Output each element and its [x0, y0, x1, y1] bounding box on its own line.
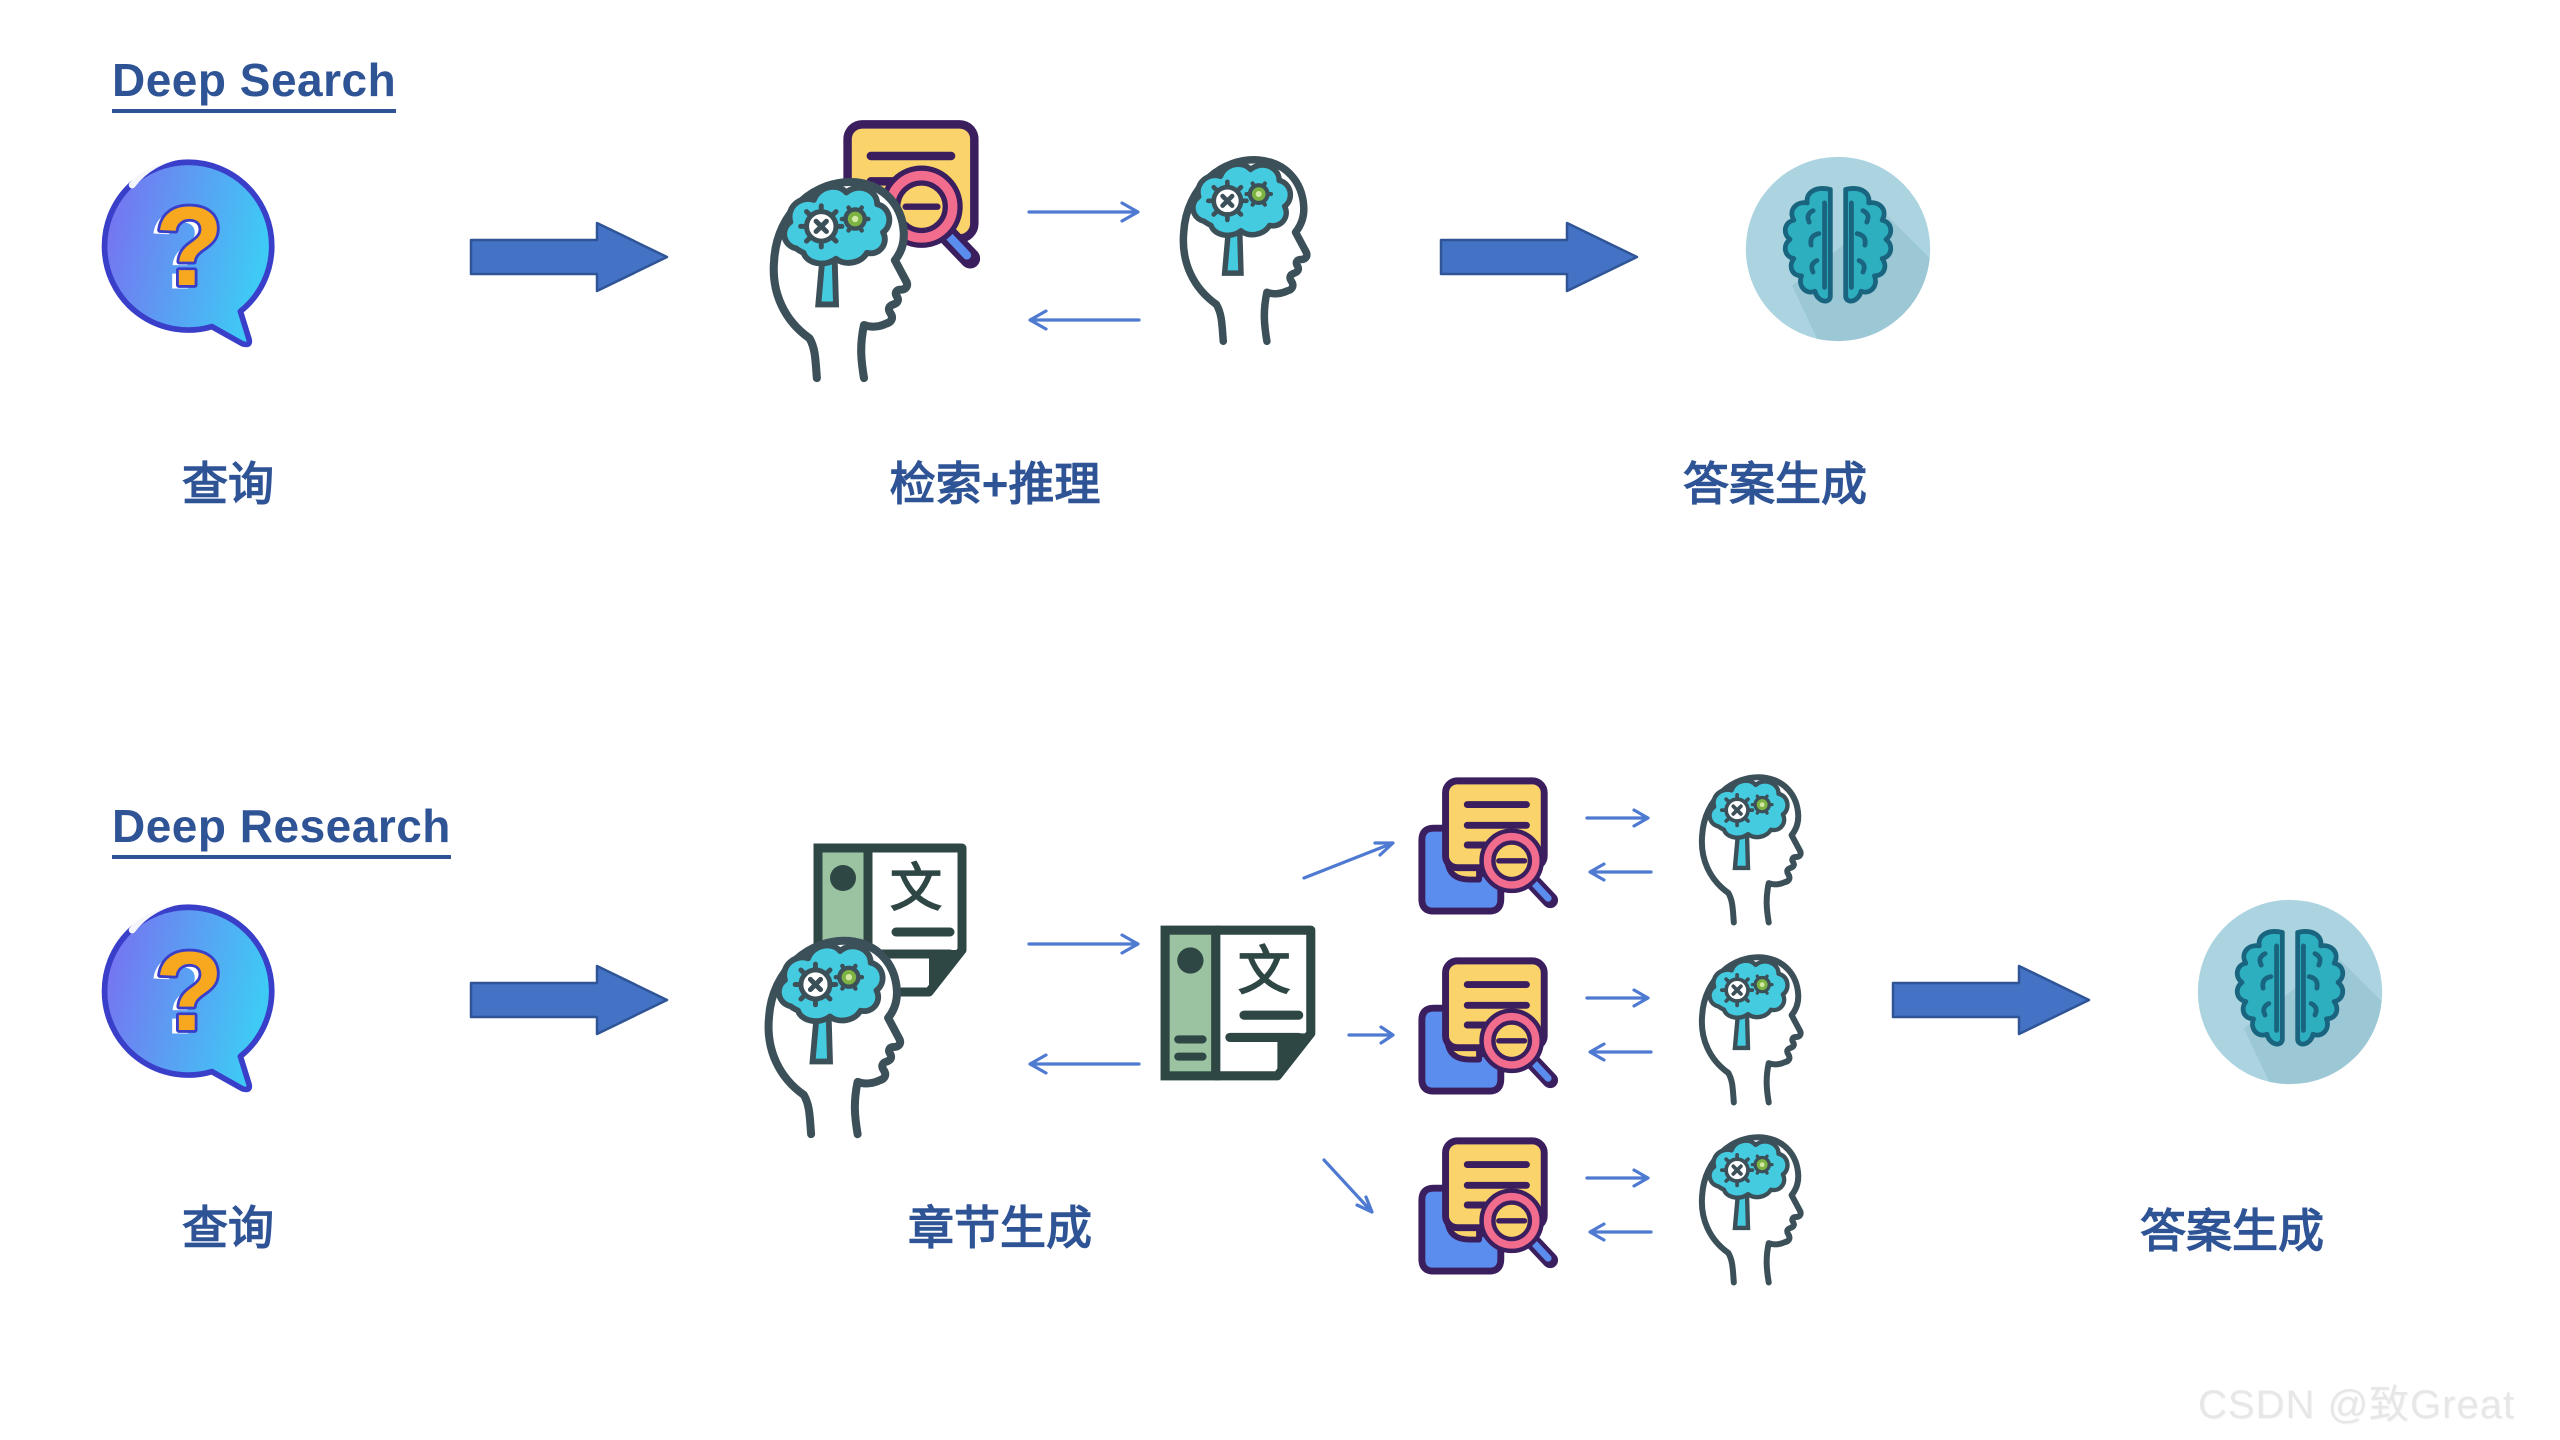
doc-search-icon — [1412, 1131, 1560, 1279]
section-document-icon — [1157, 922, 1329, 1084]
exchange-arrow-left-icon — [1028, 1053, 1141, 1075]
exchange-arrow-right-icon — [1027, 201, 1140, 223]
watermark-text: CSDN @致Great — [2198, 1383, 2516, 1427]
deep-research-title: Deep Research — [112, 802, 451, 860]
answer-brain-icon — [2194, 896, 2386, 1088]
doc-search-icon — [1412, 771, 1560, 919]
reasoning-head-icon — [1166, 142, 1316, 347]
query-label: 查询 — [182, 458, 274, 510]
exchange-arrow-right-icon — [1585, 1168, 1650, 1188]
flow-arrow-icon — [1439, 221, 1639, 293]
branch-arrow-down-icon — [1322, 1158, 1374, 1214]
section-generation-icon — [750, 840, 980, 1140]
question-bubble-icon — [96, 150, 286, 355]
answer-brain-icon — [1742, 153, 1934, 345]
exchange-arrow-right-icon — [1585, 808, 1650, 828]
retrieval-reasoning-label: 检索+推理 — [889, 458, 1101, 510]
reasoning-head-icon — [1688, 943, 1808, 1107]
doc-search-icon — [1412, 951, 1560, 1099]
exchange-arrow-left-icon — [1588, 1042, 1653, 1062]
exchange-arrow-right-icon — [1027, 933, 1140, 955]
branch-arrow-mid-icon — [1347, 1025, 1395, 1045]
head-brain-icon — [769, 941, 901, 1134]
query-label: 查询 — [182, 1202, 274, 1254]
flow-arrow-icon — [1891, 964, 2091, 1036]
answer-generation-label: 答案生成 — [2140, 1205, 2324, 1257]
exchange-arrow-left-icon — [1588, 862, 1653, 882]
exchange-arrow-left-icon — [1028, 309, 1141, 331]
deep-search-title: Deep Search — [112, 56, 397, 114]
section-generation-label: 章节生成 — [908, 1202, 1092, 1254]
reasoning-head-icon — [1688, 1123, 1808, 1287]
head-brain-icon — [774, 182, 907, 378]
reasoning-head-icon — [1688, 763, 1808, 927]
flow-arrow-icon — [469, 221, 669, 293]
answer-generation-label: 答案生成 — [1683, 458, 1867, 510]
flow-arrow-icon — [469, 964, 669, 1036]
retrieval-reasoning-icon — [755, 118, 980, 384]
exchange-arrow-left-icon — [1588, 1222, 1653, 1242]
branch-arrow-up-icon — [1302, 841, 1395, 880]
exchange-arrow-right-icon — [1585, 988, 1650, 1008]
question-bubble-icon — [96, 895, 286, 1100]
